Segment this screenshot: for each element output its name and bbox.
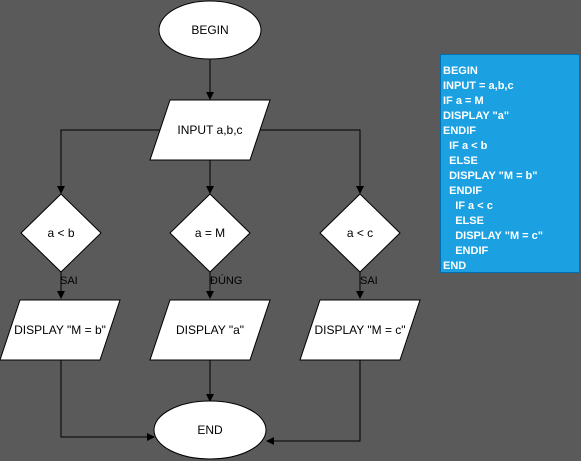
code-line: IF a < b <box>443 140 488 152</box>
code-line: ENDIF <box>443 125 476 137</box>
cond-right-label: a < c <box>347 226 373 240</box>
edge-input-cond-left <box>57 129 172 194</box>
display-middle-parallelogram[interactable] <box>149 299 271 361</box>
display-left-parallelogram[interactable] <box>0 299 121 361</box>
end-terminator[interactable] <box>153 400 267 460</box>
display-left-label: DISPLAY "M = b" <box>14 323 106 337</box>
edge-display-left-end <box>60 360 155 441</box>
begin-terminator[interactable] <box>158 0 262 60</box>
edge-label-right: SAI <box>360 275 378 287</box>
code-line: BEGIN <box>443 65 478 77</box>
code-line: INPUT = a,b,c <box>443 80 514 92</box>
code-line: DISPLAY "a" <box>443 110 510 122</box>
end-label: END <box>197 423 223 437</box>
input-label: INPUT a,b,c <box>177 123 242 137</box>
edge-display-right-end <box>266 360 361 445</box>
code-line: ELSE <box>443 155 478 167</box>
code-line: DISPLAY "M = c" <box>443 230 543 242</box>
code-line: IF a < c <box>443 200 493 212</box>
code-line: IF a = M <box>443 95 484 107</box>
display-middle-label: DISPLAY "a" <box>176 323 244 337</box>
display-right-label: DISPLAY "M = c" <box>314 323 405 337</box>
connectors <box>57 59 364 445</box>
edge-label-left: SAI <box>60 275 78 287</box>
code-line: END <box>443 260 467 272</box>
code-line: DISPLAY "M = b" <box>443 170 538 182</box>
cond-right-diamond[interactable] <box>319 193 401 273</box>
edge-input-cond-right <box>250 129 364 194</box>
cond-left-diamond[interactable] <box>20 193 102 273</box>
cond-left-label: a < b <box>47 226 74 240</box>
begin-label: BEGIN <box>191 23 228 37</box>
display-right-parallelogram[interactable] <box>299 299 421 361</box>
pseudocode-panel: BEGIN INPUT = a,b,c IF a = M DISPLAY "a"… <box>440 54 580 273</box>
cond-middle-label: a = M <box>195 226 225 240</box>
code-line: ELSE <box>443 215 484 227</box>
code-line: ENDIF <box>443 245 489 257</box>
code-line: ENDIF <box>443 185 483 197</box>
cond-middle-diamond[interactable] <box>169 193 251 273</box>
edge-label-middle: ĐÚNG <box>210 274 242 287</box>
input-parallelogram[interactable] <box>149 99 271 161</box>
